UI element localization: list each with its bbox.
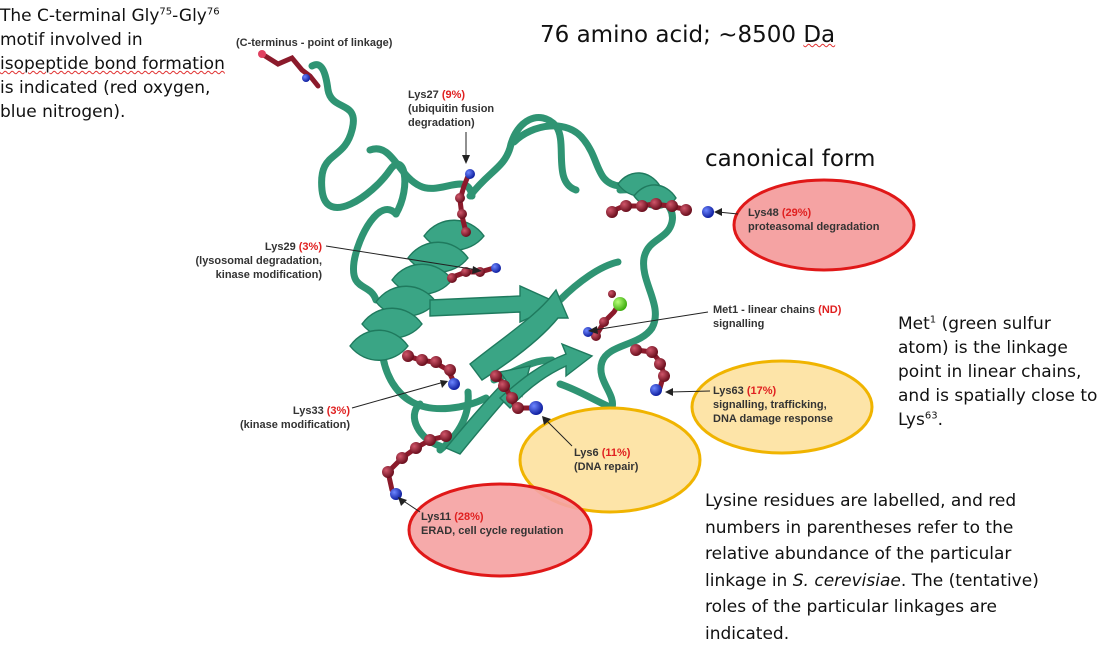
pointer-lines xyxy=(325,132,739,513)
canonical-form-label: canonical form xyxy=(705,146,876,172)
pointer-arrowheads xyxy=(398,155,722,506)
label-cterm: (C-terminus - point of linkage) xyxy=(236,37,393,49)
label-lys48: Lys48 (29%) proteasomal degradation xyxy=(748,207,880,233)
ellipse-lys63 xyxy=(690,359,874,455)
title-squiggle-word: Da xyxy=(803,22,836,48)
title-heading: 76 amino acid; ~8500 Da xyxy=(540,22,836,48)
label-lys63: Lys63 (17%) signalling, trafficking, DNA… xyxy=(713,385,834,425)
label-met1: Met1 - linear chains (ND) signalling xyxy=(713,304,842,330)
cterm-note: The C-terminal Gly75-Gly76 motif involve… xyxy=(0,6,225,122)
label-lys27: Lys27 (9%) (ubiquitin fusion degradation… xyxy=(408,89,495,129)
met-note: Met1 (green sulfur atom) is the linkage … xyxy=(898,314,1098,430)
helix-main xyxy=(349,219,485,361)
ellipse-lys6 xyxy=(518,406,702,514)
label-lys11: Lys11 (28%) ERAD, cell cycle regulation xyxy=(421,511,564,537)
label-lys29: Lys29 (3%) (lysosomal degradation, kinas… xyxy=(195,241,322,281)
ellipse-lys11 xyxy=(407,482,593,578)
ellipse-lys48 xyxy=(732,178,916,272)
lysine-note: Lysine residues are labelled, and red nu… xyxy=(705,491,1039,644)
label-lys33: Lys33 (3%) (kinase modification) xyxy=(239,405,350,431)
label-lys6: Lys6 (11%) (DNA repair) xyxy=(574,447,639,473)
atoms xyxy=(258,50,714,500)
